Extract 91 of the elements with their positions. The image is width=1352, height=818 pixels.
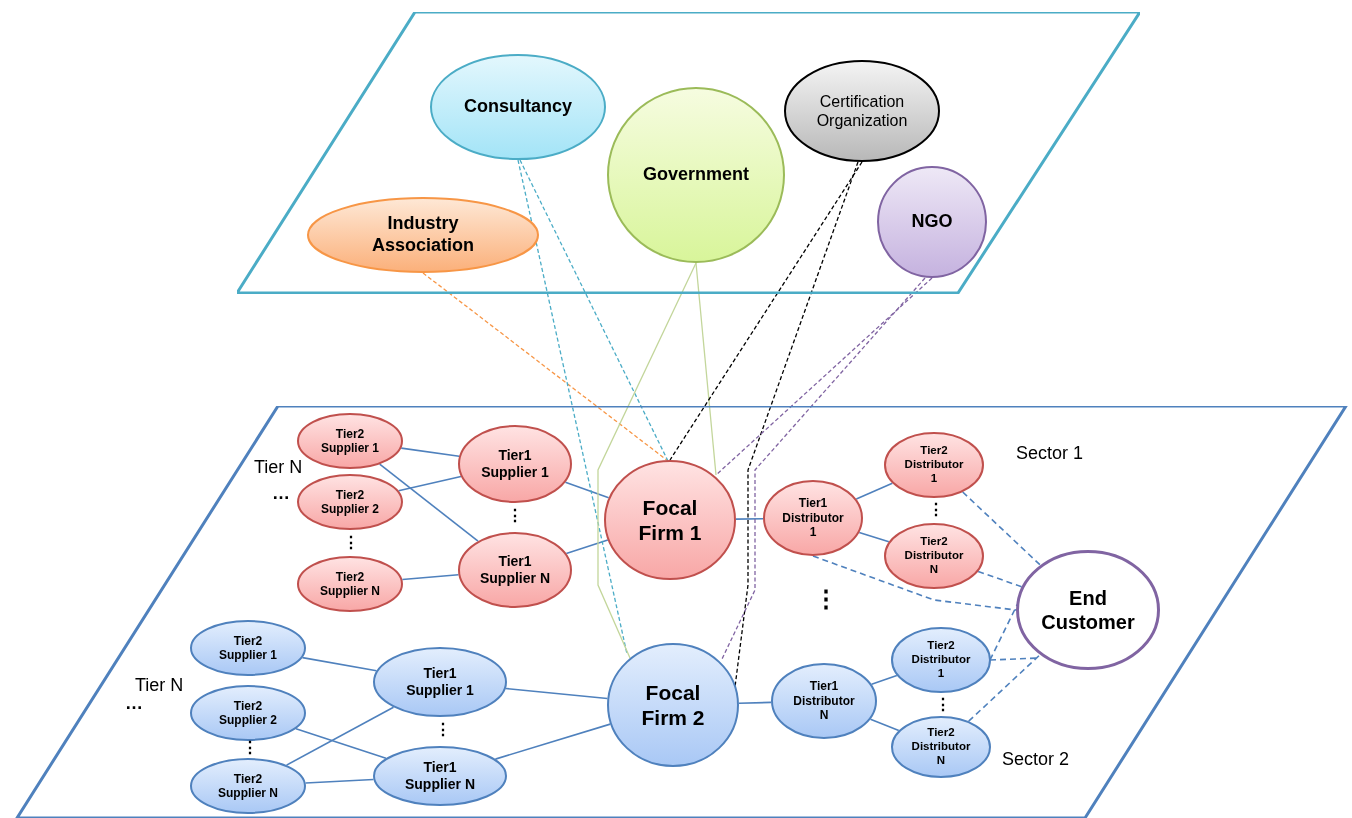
dashed-connector [517,159,628,655]
ellipse-node [607,643,739,767]
ellipsis-mark: … [272,484,290,502]
node-label: Industry Association [371,213,475,257]
connector-line [505,687,609,700]
customer-ellipse [1016,550,1160,670]
ellipse-node [604,460,736,580]
ellipse-node [307,197,539,273]
connector-line [304,778,375,784]
node-label: NGO [911,211,953,233]
connector-line [564,481,610,499]
ellipse-node [297,556,403,612]
connector-line [597,262,697,659]
ellipsis-mark: ⋮ [814,587,838,611]
annotation-label: Sector 1 [1016,444,1084,462]
connector-line [378,463,479,542]
dashed-connector [422,272,669,462]
node-label: Tier2 Supplier 1 [320,426,380,456]
annotation-label: Tier N [254,458,303,476]
node-label: Consultancy [464,96,572,118]
ellipse-node [190,620,306,676]
node-label: Tier2 Supplier 1 [218,633,278,663]
ellipse-node [771,663,877,739]
node-label: Tier1 Distributor 1 [781,496,845,540]
ellipse-node [884,432,984,498]
ellipsis-mark: ⋮ [935,697,951,713]
ellipsis-mark: ⋮ [928,502,944,518]
connector-line [858,531,890,543]
ellipse-node [373,647,507,717]
node-label: Tier2 Distributor 1 [903,444,965,486]
node-label: Tier2 Supplier N [217,771,279,801]
node-label: Focal Firm 1 [637,494,703,546]
node-label: Government [643,164,749,186]
connector-line [401,574,460,581]
dashed-connector [715,277,933,476]
node-label: Tier1 Distributor N [792,679,856,723]
dashed-connector [967,653,1041,722]
dashed-connector [519,159,669,462]
connector-line [494,723,611,760]
ellipse-node [763,480,863,556]
connector-line [869,718,900,732]
connector-line [565,539,609,555]
ellipse-node [430,54,606,160]
ellipse-node [891,716,991,778]
node-label: Tier2 Distributor N [903,535,965,577]
ellipsis-mark: ⋮ [343,535,359,551]
annotation-label: Tier N [135,676,184,694]
node-label: Focal Firm 2 [640,679,706,731]
ellipse-node [458,532,572,608]
connector-line [695,262,717,476]
connector-line [735,517,764,520]
connector-line [397,475,462,492]
plane-parallelogram [237,12,1140,294]
ellipse-node [373,746,507,806]
dashed-connector [721,277,926,660]
node-label: Certification Organization [815,91,909,131]
ellipse-node [297,474,403,530]
ellipse-node [884,523,984,589]
node-label: Tier2 Distributor 1 [910,639,972,681]
node-label: Tier2 Supplier 2 [218,698,278,728]
dashed-connector [812,555,1017,611]
annotation-label: Sector 2 [1002,750,1070,768]
ellipse-node [190,685,306,741]
ellipsis-mark: ⋮ [242,740,258,756]
dashed-connector [961,491,1042,566]
ellipse-node [190,758,306,814]
ellipsis-mark: ⋮ [507,508,523,524]
connector-line [400,447,460,457]
connector-line [295,727,387,760]
node-label: End Customer [1040,586,1136,634]
node-label: Tier1 Supplier 1 [480,447,550,481]
node-label: Tier2 Supplier N [319,569,381,599]
node-label: Tier1 Supplier N [479,553,551,587]
connector-line [870,674,898,686]
node-label: Tier2 Distributor N [910,726,972,768]
connector-line [301,656,378,672]
node-label: Tier1 Supplier 1 [405,665,475,699]
node-label: Tier1 Supplier N [404,759,476,793]
ellipse-node [458,425,572,503]
dashed-connector [977,570,1023,588]
dashed-connector [669,161,863,461]
connector-line [738,701,772,705]
ellipse-node [891,627,991,693]
ellipsis-mark: ⋮ [435,722,451,738]
node-label: Tier2 Supplier 2 [320,487,380,517]
connector-line [855,482,894,500]
connector-line [285,706,395,766]
ellipse-node [877,166,987,278]
ellipsis-mark: … [125,694,143,712]
ellipse-node [607,87,785,263]
ellipse-node [784,60,940,162]
